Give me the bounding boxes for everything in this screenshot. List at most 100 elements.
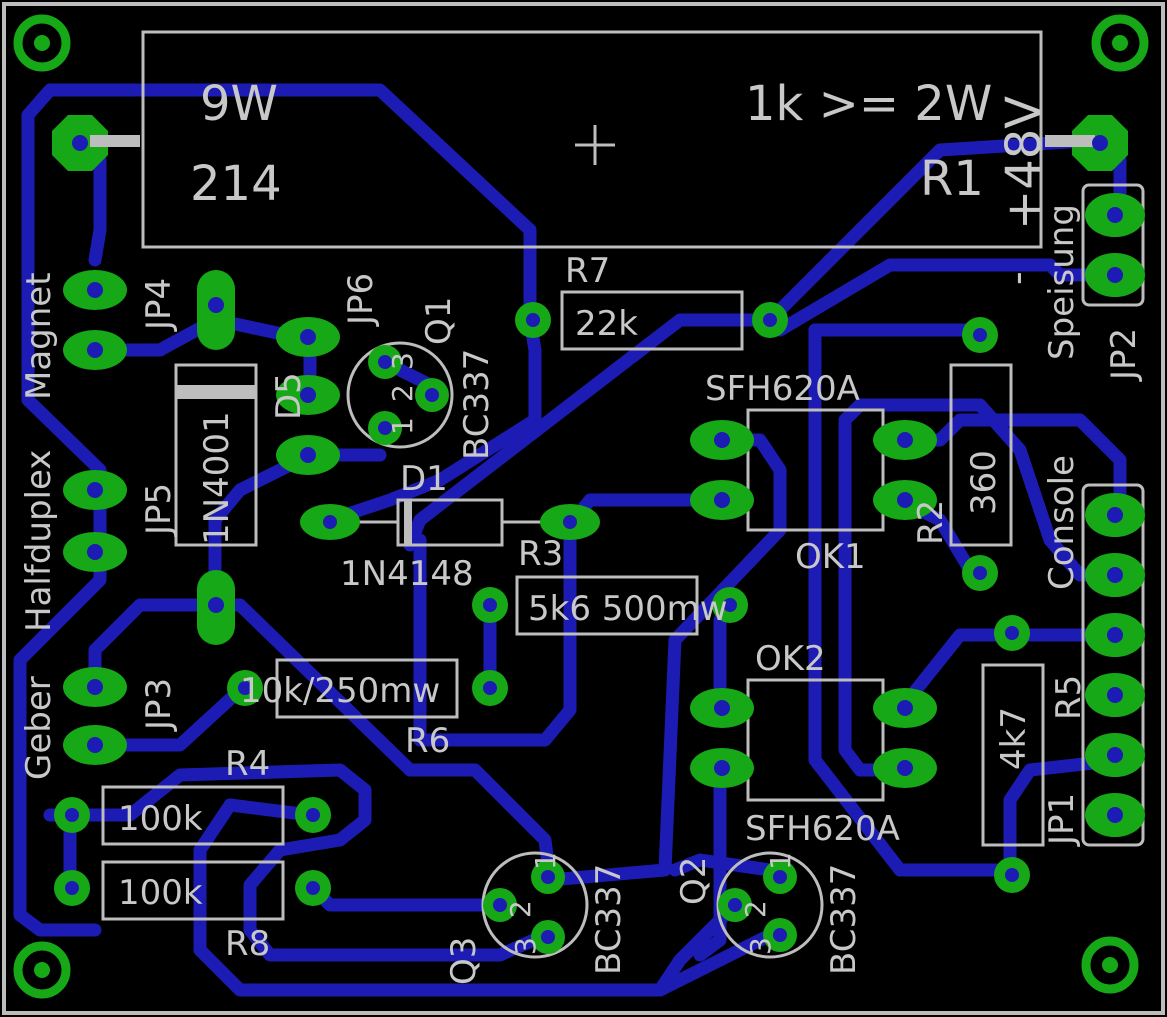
resistor-r5-outline <box>981 663 1045 847</box>
via-hole <box>897 432 913 448</box>
via-hole <box>208 597 224 613</box>
resistor-r6-outline <box>275 658 459 719</box>
via-hole <box>1092 135 1108 151</box>
label-r3: R3 <box>518 534 563 574</box>
optocoupler-ok2-outline <box>746 678 885 802</box>
via-hole <box>714 760 730 776</box>
label-r8-value: 100k <box>118 873 203 913</box>
mounting-hole <box>1112 35 1128 51</box>
label-r4: R4 <box>225 744 270 784</box>
via-hole <box>87 737 103 753</box>
via-hole <box>87 679 103 695</box>
trace <box>808 323 1017 877</box>
via-hole <box>483 681 497 695</box>
label-bc337-q1: BC337 <box>457 349 497 460</box>
via-hole <box>1107 267 1123 283</box>
label-d1: D1 <box>400 459 448 499</box>
label-r7-value: 22k <box>575 304 638 344</box>
via-hole <box>300 447 316 463</box>
label-r2-value: 360 <box>964 450 1004 515</box>
label-q3-pin2: 2 <box>504 900 537 918</box>
via-hole <box>1107 507 1123 523</box>
via-hole <box>300 387 316 403</box>
via-hole <box>306 808 320 822</box>
silkscreen-labels: 9W 214 1k >= 2W R1 +48V - Speisung JP2 M… <box>19 76 1144 985</box>
label-res-power: 9W <box>200 76 278 132</box>
pad-r1-right-lead <box>1045 135 1095 147</box>
label-r8: R8 <box>225 924 270 964</box>
label-bc337-q3: BC337 <box>589 864 629 975</box>
trace <box>303 878 502 912</box>
connector-jp2-outline <box>1081 183 1145 307</box>
via-hole <box>897 492 913 508</box>
label-q2-pin3: 3 <box>744 937 777 955</box>
via-hole <box>897 700 913 716</box>
label-r6-value: 10k/250mw <box>240 671 440 711</box>
label-halfduplex: Halfduplex <box>19 450 59 632</box>
via-hole <box>1107 747 1123 763</box>
resistor-r8-outline <box>101 860 285 921</box>
via-hole <box>483 598 497 612</box>
via-hole <box>238 681 252 695</box>
trace <box>838 398 1127 777</box>
mounting-hole <box>34 962 50 978</box>
label-r1: R1 <box>920 151 984 207</box>
via-hole <box>723 598 737 612</box>
label-q1-pin2: 2 <box>386 384 419 402</box>
trace <box>1003 753 1127 877</box>
resistor-r3-outline <box>515 575 699 636</box>
transistor-q1-outline <box>346 341 454 449</box>
label-jp1: JP1 <box>1042 793 1082 847</box>
trace <box>413 518 577 747</box>
via-hole <box>763 313 777 327</box>
via-hole <box>728 898 742 912</box>
label-q3-pin3: 3 <box>509 937 542 955</box>
resistor-r1-outline <box>141 30 1043 249</box>
label-bc337-q2: BC337 <box>824 864 864 975</box>
label-1n4001: 1N4001 <box>197 411 237 545</box>
label-jp3: JP3 <box>139 678 179 732</box>
diode-1n4001-outline <box>174 363 258 547</box>
via-hole <box>1107 687 1123 703</box>
label-sfh-top: SFH620A <box>705 369 860 409</box>
label-q1-pin3: 3 <box>386 352 419 370</box>
trace <box>13 83 537 937</box>
via-hole <box>973 328 987 342</box>
label-geber: Geber <box>19 676 59 780</box>
via-hole <box>65 808 79 822</box>
label-jp4: JP4 <box>139 278 179 332</box>
resistor-r2-outline <box>949 363 1013 547</box>
mounting-hole <box>13 14 71 72</box>
via-hole <box>1107 627 1123 643</box>
via-hole <box>897 760 913 776</box>
label-sfh-bottom: SFH620A <box>745 809 900 849</box>
label-q3: Q3 <box>444 937 484 985</box>
via-hole <box>1005 626 1019 640</box>
silkscreen <box>101 30 1145 959</box>
label-q2: Q2 <box>674 857 714 905</box>
optocoupler-ok1-outline <box>746 408 885 532</box>
via-hole <box>72 135 88 151</box>
via-hole <box>208 297 224 313</box>
label-r5: R5 <box>1049 675 1089 720</box>
trace <box>323 313 542 527</box>
via-hole <box>87 282 103 298</box>
via-hole <box>378 421 392 435</box>
via-hole <box>714 432 730 448</box>
pad-r1-left-lead <box>90 135 140 147</box>
label-r4-value: 100k <box>118 799 203 839</box>
mounting-hole <box>34 35 50 51</box>
via-hole <box>1107 567 1123 583</box>
via-hole <box>425 388 439 402</box>
trace <box>403 313 767 552</box>
via-hole <box>378 355 392 369</box>
via-hole <box>773 870 787 884</box>
trace <box>773 258 1102 337</box>
via-hole <box>87 342 103 358</box>
via-hole <box>541 930 555 944</box>
via-hole <box>714 700 730 716</box>
label-res-value: 214 <box>190 156 282 212</box>
label-r6: R6 <box>405 721 450 761</box>
